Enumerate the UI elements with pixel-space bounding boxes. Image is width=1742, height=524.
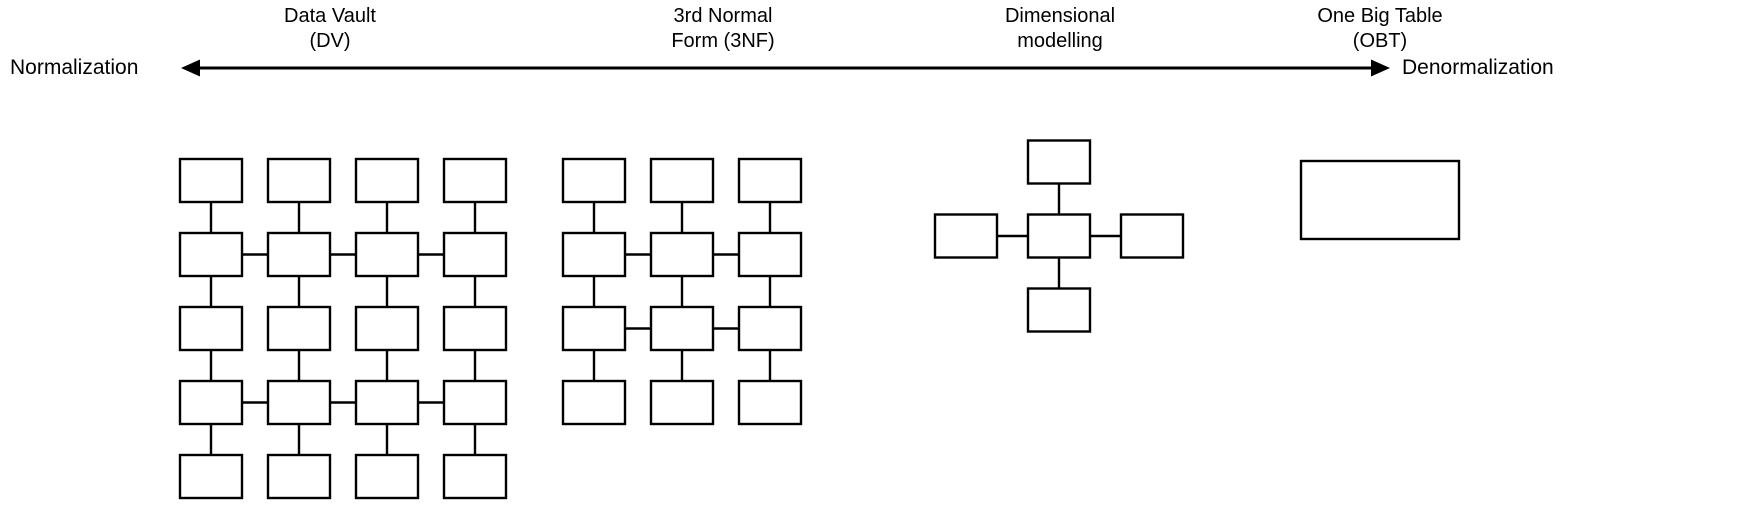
entity-box bbox=[354, 379, 420, 426]
stage-caption-one-big-table: One Big Table (OBT) bbox=[1317, 5, 1443, 52]
entity-box bbox=[178, 305, 244, 352]
dimension-box-bottom bbox=[1026, 287, 1092, 333]
entity-box bbox=[354, 157, 420, 204]
entity-box bbox=[266, 379, 332, 426]
entity-box bbox=[737, 305, 803, 352]
entity-box bbox=[442, 379, 508, 426]
axis-arrowhead-left bbox=[181, 59, 200, 77]
entity-box bbox=[561, 379, 627, 426]
dimension-box-top bbox=[1026, 139, 1092, 185]
entity-box bbox=[737, 157, 803, 204]
dimension-box-left bbox=[933, 213, 999, 259]
axis-label-denormalization: Denormalization bbox=[1402, 56, 1554, 79]
entity-box bbox=[649, 305, 715, 352]
stage-caption-dimensional-modelling: Dimensional modelling bbox=[1004, 5, 1116, 52]
entity-box bbox=[266, 453, 332, 500]
fact-box-center bbox=[1026, 213, 1092, 259]
entity-box bbox=[561, 157, 627, 204]
entity-box bbox=[561, 231, 627, 278]
entity-box bbox=[354, 305, 420, 352]
entity-box bbox=[354, 453, 420, 500]
dimension-box-right bbox=[1119, 213, 1185, 259]
entity-box bbox=[649, 157, 715, 204]
entity-box bbox=[649, 231, 715, 278]
entity-box bbox=[266, 157, 332, 204]
entity-box bbox=[354, 231, 420, 278]
entity-box bbox=[442, 305, 508, 352]
one-big-table-box bbox=[1299, 159, 1461, 241]
entity-box bbox=[178, 157, 244, 204]
axis-arrowhead-right bbox=[1371, 59, 1390, 77]
entity-box bbox=[442, 231, 508, 278]
entity-box bbox=[178, 379, 244, 426]
entity-box bbox=[737, 231, 803, 278]
entity-box bbox=[442, 453, 508, 500]
entity-box bbox=[178, 453, 244, 500]
entity-box bbox=[266, 305, 332, 352]
entity-box bbox=[442, 157, 508, 204]
entity-box bbox=[737, 379, 803, 426]
stage-caption-third-normal-form: 3rd Normal Form (3NF) bbox=[671, 5, 775, 52]
entity-box bbox=[266, 231, 332, 278]
axis-label-normalization: Normalization bbox=[10, 56, 139, 79]
stage-caption-data-vault: Data Vault (DV) bbox=[284, 5, 376, 52]
entity-box bbox=[178, 231, 244, 278]
entity-box bbox=[561, 305, 627, 352]
entity-box bbox=[649, 379, 715, 426]
